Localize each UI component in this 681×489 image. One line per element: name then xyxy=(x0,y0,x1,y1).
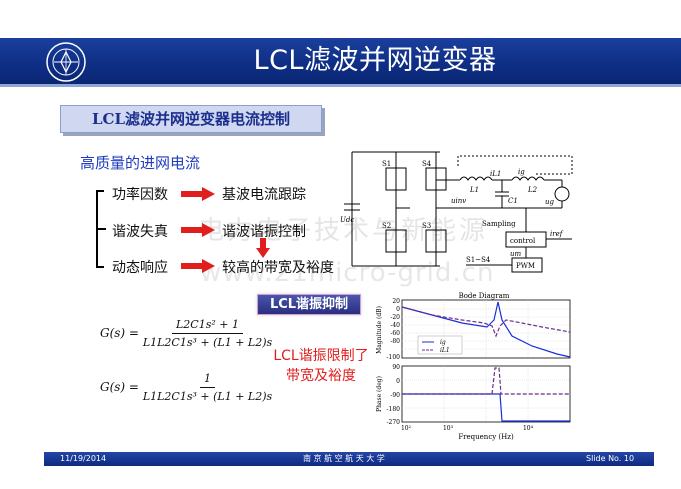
frequency-axis-label: Frequency (Hz) xyxy=(458,433,514,441)
magnitude-trace-il1 xyxy=(401,306,571,338)
resonance-suppression-label: LCL谐振抑制 xyxy=(269,297,349,312)
ig-label: ig xyxy=(518,168,525,176)
svg-text:-270: -270 xyxy=(387,419,401,426)
footer-slide-number: Slide No. 10 xyxy=(586,454,635,463)
red-arrow-icon xyxy=(181,259,215,273)
switch-s4-label: S4 xyxy=(422,160,432,168)
svg-text:-180: -180 xyxy=(387,406,401,413)
equation1-fraction: L2C1s² + 1 L1L2C1s³ + (L1 + L2)s xyxy=(143,318,272,349)
equation1-lhs: G(s) = xyxy=(100,326,139,340)
red-down-arrow-icon xyxy=(256,238,270,258)
phase-tick-labels: 90 0 -90 -180 -270 xyxy=(387,364,401,426)
requirement-power-factor: 功率因数 xyxy=(112,187,168,203)
legend-il1: iL1 xyxy=(440,347,450,354)
quality-heading: 高质量的进网电流 xyxy=(80,154,201,172)
l2-label: L2 xyxy=(527,186,538,194)
switch-s2-label: S2 xyxy=(382,222,391,230)
equation2-denominator: L1L2C1s³ + (L1 + L2)s xyxy=(142,390,273,403)
svg-text:-20: -20 xyxy=(390,314,400,321)
transfer-function-il1: G(s) = L2C1s² + 1 L1L2C1s³ + (L1 + L2)s xyxy=(100,318,272,349)
svg-text:0: 0 xyxy=(396,378,400,385)
svg-text:-40: -40 xyxy=(390,322,400,329)
equation2-numerator: 1 xyxy=(199,372,215,388)
footer-date: 11/19/2014 xyxy=(60,454,107,463)
phase-axis-label: Phase (deg) xyxy=(376,376,383,412)
svg-text:-90: -90 xyxy=(390,392,400,399)
red-arrow-icon xyxy=(181,187,215,201)
svg-text:10²: 10² xyxy=(401,425,412,432)
svg-text:90: 90 xyxy=(392,364,400,371)
svg-text:-80: -80 xyxy=(390,338,400,345)
equation2-fraction: 1 L1L2C1s³ + (L1 + L2)s xyxy=(143,372,272,403)
header-band xyxy=(0,38,681,84)
solution-harmonic-resonance-control: 谐波谐振控制 xyxy=(222,224,306,240)
phase-trace-il1 xyxy=(402,367,570,395)
equation1-numerator: L2C1s² + 1 xyxy=(171,318,243,334)
switch-range-label: S1~S4 xyxy=(466,256,491,264)
udc-label: Udc xyxy=(340,216,354,224)
transfer-function-ig: G(s) = 1 L1L2C1s³ + (L1 + L2)s xyxy=(100,372,272,403)
c1-label: C1 xyxy=(508,197,518,205)
switch-s1-label: S1 xyxy=(382,160,391,168)
uinv-label: uinv xyxy=(451,197,466,205)
magnitude-trace-ig xyxy=(401,301,571,358)
iref-label: iref xyxy=(550,230,564,238)
requirement-dynamic-response: 动态响应 xyxy=(112,260,168,276)
slide-title: LCL滤波并网逆变器 xyxy=(253,45,497,76)
frequency-tick-labels: 10² 10³ 10⁴ xyxy=(401,425,534,432)
svg-text:10³: 10³ xyxy=(443,425,454,432)
svg-text:20: 20 xyxy=(392,298,400,305)
il1-label: iL1 xyxy=(490,170,501,178)
svg-text:-100: -100 xyxy=(387,354,401,361)
resonance-suppression-tag: LCL谐振抑制 xyxy=(257,294,361,315)
resonance-note-line1: LCL谐振限制了 xyxy=(273,348,369,364)
header-divider xyxy=(0,84,681,87)
section-title: LCL滤波并网逆变器电流控制 xyxy=(91,110,291,128)
sampling-label: Sampling xyxy=(482,220,516,228)
equation1-denominator: L1L2C1s³ + (L1 + L2)s xyxy=(142,336,273,349)
pwm-block-label: PWM xyxy=(516,262,535,270)
legend-ig: ig xyxy=(440,339,446,346)
switch-s3-label: S3 xyxy=(422,222,431,230)
university-seal-logo xyxy=(46,42,86,82)
ug-label: ug xyxy=(545,198,555,206)
um-label: um xyxy=(510,250,522,258)
l1-label: L1 xyxy=(469,186,479,194)
lcl-inverter-circuit-diagram: S1 S4 S2 S3 Udc uinv L1 L2 C1 iL1 ig ug … xyxy=(340,151,573,273)
svg-text:0: 0 xyxy=(396,306,400,313)
bode-title: Bode Diagram xyxy=(459,292,510,300)
svg-text:10⁴: 10⁴ xyxy=(523,425,534,432)
requirement-harmonic-distortion: 谐波失真 xyxy=(112,224,168,240)
brace-tick xyxy=(96,228,106,230)
footer-university: 南 京 航 空 航 天 大 学 xyxy=(303,454,385,463)
watermark-url: www.21micro-grid.cn xyxy=(200,258,495,288)
control-block-label: control xyxy=(510,237,536,245)
resonance-note-line2: 带宽及裕度 xyxy=(286,368,356,384)
red-arrow-icon xyxy=(181,223,215,237)
solution-fundamental-tracking: 基波电流跟踪 xyxy=(222,187,306,203)
equation2-lhs: G(s) = xyxy=(100,380,139,394)
section-heading-box: LCL滤波并网逆变器电流控制 xyxy=(60,105,322,133)
solution-bandwidth-margin: 较高的带宽及裕度 xyxy=(222,260,334,276)
magnitude-tick-labels: 20 0 -20 -40 -60 -80 -100 xyxy=(387,298,401,361)
watermark-text: 电力电子技术与新能源 xyxy=(198,216,489,246)
bode-diagram: Bode Diagram 20 0 -20 -40 -60 -80 -100 M… xyxy=(376,292,571,441)
footer-bar xyxy=(44,452,654,466)
magnitude-axis-label: Magnitude (dB) xyxy=(376,306,383,354)
svg-text:-60: -60 xyxy=(390,330,400,337)
resonance-note: LCL谐振限制了 带宽及裕度 xyxy=(262,346,380,386)
